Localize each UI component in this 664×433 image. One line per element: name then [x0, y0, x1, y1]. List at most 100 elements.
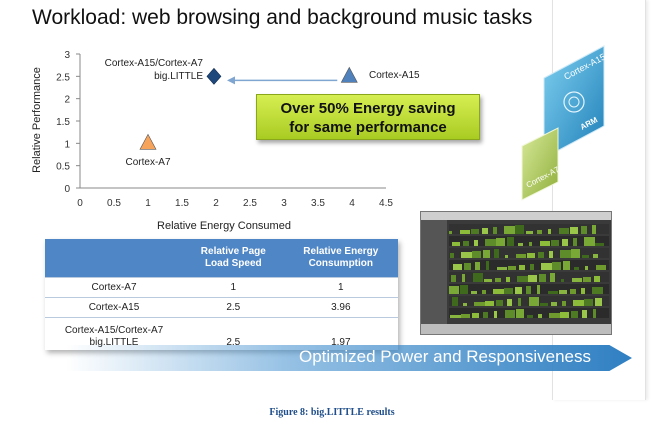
- trace-statusbar: [421, 324, 611, 334]
- trace-activity-bar: [583, 277, 591, 282]
- banner-text: Optimized Power and Responsiveness: [299, 347, 591, 366]
- table-header-speed: Relative Page Load Speed: [183, 239, 284, 278]
- trace-activity-bar: [449, 286, 459, 294]
- trace-activity-bar: [582, 255, 589, 258]
- trace-activity-bar: [485, 301, 494, 306]
- die-target-icon: [563, 91, 585, 113]
- trace-activity-bar: [596, 265, 606, 270]
- trace-activity-bar: [562, 239, 568, 246]
- trace-activity-bar: [504, 288, 513, 294]
- trace-activity-bar: [493, 227, 497, 234]
- trace-activity-bar: [559, 290, 567, 294]
- trace-activity-bar: [493, 289, 504, 294]
- trace-activity-bar: [507, 237, 514, 246]
- trace-activity-bar: [540, 303, 548, 306]
- header-energy-line2: Consumption: [308, 258, 374, 269]
- trace-activity-bar: [515, 225, 524, 234]
- trace-row-bg: [449, 308, 609, 318]
- trace-activity-bar: [452, 242, 460, 246]
- header-energy-line1: Relative Energy: [303, 246, 379, 257]
- table-header-blank: [45, 239, 183, 278]
- trace-activity-bar: [472, 313, 479, 318]
- trace-activity-bar: [594, 276, 600, 282]
- trace-activity-bar: [518, 243, 523, 246]
- trace-activity-bar: [506, 277, 510, 282]
- trace-row-bg: [449, 224, 609, 234]
- y-tick-label: 2.5: [56, 72, 70, 83]
- trace-activity-bar: [530, 264, 534, 270]
- cell-speed: 2.5: [183, 317, 284, 350]
- trace-activity-bar: [475, 262, 480, 270]
- callout-line2: for same performance: [289, 119, 447, 136]
- trace-activity-bar: [505, 310, 515, 318]
- trace-activity-bar: [516, 254, 526, 258]
- trace-graphic: [421, 212, 611, 334]
- chart-marks: [139, 66, 358, 150]
- table-row: Cortex-A15/Cortex-A7 big.LITTLE 2.5 1.97: [45, 317, 398, 350]
- x-tick-label: 3.5: [311, 198, 325, 209]
- trace-activity-bar: [595, 243, 604, 246]
- trace-activity-bar: [551, 302, 557, 306]
- cell-speed: 2.5: [183, 297, 284, 318]
- label-biglittle-line1: Cortex-A15/Cortex-A7: [105, 58, 204, 69]
- results-table: Relative Page Load Speed Relative Energy…: [45, 239, 398, 350]
- trace-activity-bar: [538, 252, 544, 258]
- trace-sidebar: [421, 220, 447, 334]
- trace-activity-bar: [562, 301, 566, 306]
- trace-activity-bar: [582, 310, 587, 318]
- trace-activity-bar: [526, 231, 533, 234]
- trace-activity-bar: [497, 267, 507, 270]
- trace-activity-bar: [563, 261, 570, 270]
- trace-activity-bar: [496, 300, 503, 306]
- y-tick-label: 2: [64, 95, 70, 106]
- trace-activity-bar: [451, 275, 456, 282]
- label-biglittle-line2: big.LITTLE: [154, 71, 203, 82]
- trace-activity-bar: [573, 238, 577, 246]
- trace-activity-bar: [504, 226, 515, 234]
- trace-activity-bar: [549, 313, 560, 318]
- trace-activity-bar: [541, 263, 552, 270]
- x-tick-label: 0.5: [107, 198, 121, 209]
- x-axis-label: Relative Energy Consumed: [157, 220, 291, 232]
- y-tick-label: 1.5: [56, 117, 70, 128]
- x-tick-label: 1: [145, 198, 151, 209]
- shift-arrow-head: [227, 76, 235, 85]
- cell-energy: 1.97: [283, 317, 398, 350]
- x-tick-label: 4: [349, 198, 355, 209]
- die-target-inner: [568, 96, 580, 108]
- trace-activity-bar: [526, 286, 531, 294]
- trace-activity-bar: [581, 288, 585, 294]
- trace-rows: [449, 224, 609, 318]
- scheduler-trace-screenshot: [420, 211, 612, 335]
- trace-activity-bar: [460, 285, 468, 294]
- trace-activity-bar: [550, 273, 555, 282]
- trace-activity-bar: [551, 240, 559, 246]
- trace-activity-bar: [574, 267, 579, 270]
- table-row: Cortex-A7 1 1: [45, 277, 398, 298]
- energy-saving-callout: Over 50% Energy saving for same performa…: [256, 94, 480, 140]
- x-tick-label: 0: [77, 198, 83, 209]
- cortex-a7-die: [521, 127, 559, 201]
- point-biglittle: [206, 67, 222, 85]
- trace-activity-bar: [548, 229, 551, 234]
- trace-activity-bar: [571, 249, 580, 258]
- trace-activity-bar: [560, 312, 569, 318]
- trace-activity-bar: [537, 230, 542, 234]
- trace-activity-bar: [452, 297, 458, 306]
- trace-activity-bar: [507, 299, 512, 306]
- x-tick-label: 1.5: [175, 198, 189, 209]
- banner-arrow: [66, 345, 632, 371]
- trace-activity-bar: [571, 311, 578, 318]
- trace-activity-bar: [561, 279, 564, 282]
- trace-activity-bar: [449, 231, 452, 234]
- trace-activity-bar: [539, 274, 546, 282]
- x-tick-label: 4.5: [379, 198, 393, 209]
- trace-activity-bar: [516, 309, 524, 318]
- trace-activity-bar: [485, 239, 496, 246]
- row-label: Cortex-A15: [45, 297, 183, 318]
- trace-activity-bar: [494, 311, 497, 318]
- slide-title: Workload: web browsing and background mu…: [32, 6, 533, 29]
- trace-activity-bar: [540, 241, 550, 246]
